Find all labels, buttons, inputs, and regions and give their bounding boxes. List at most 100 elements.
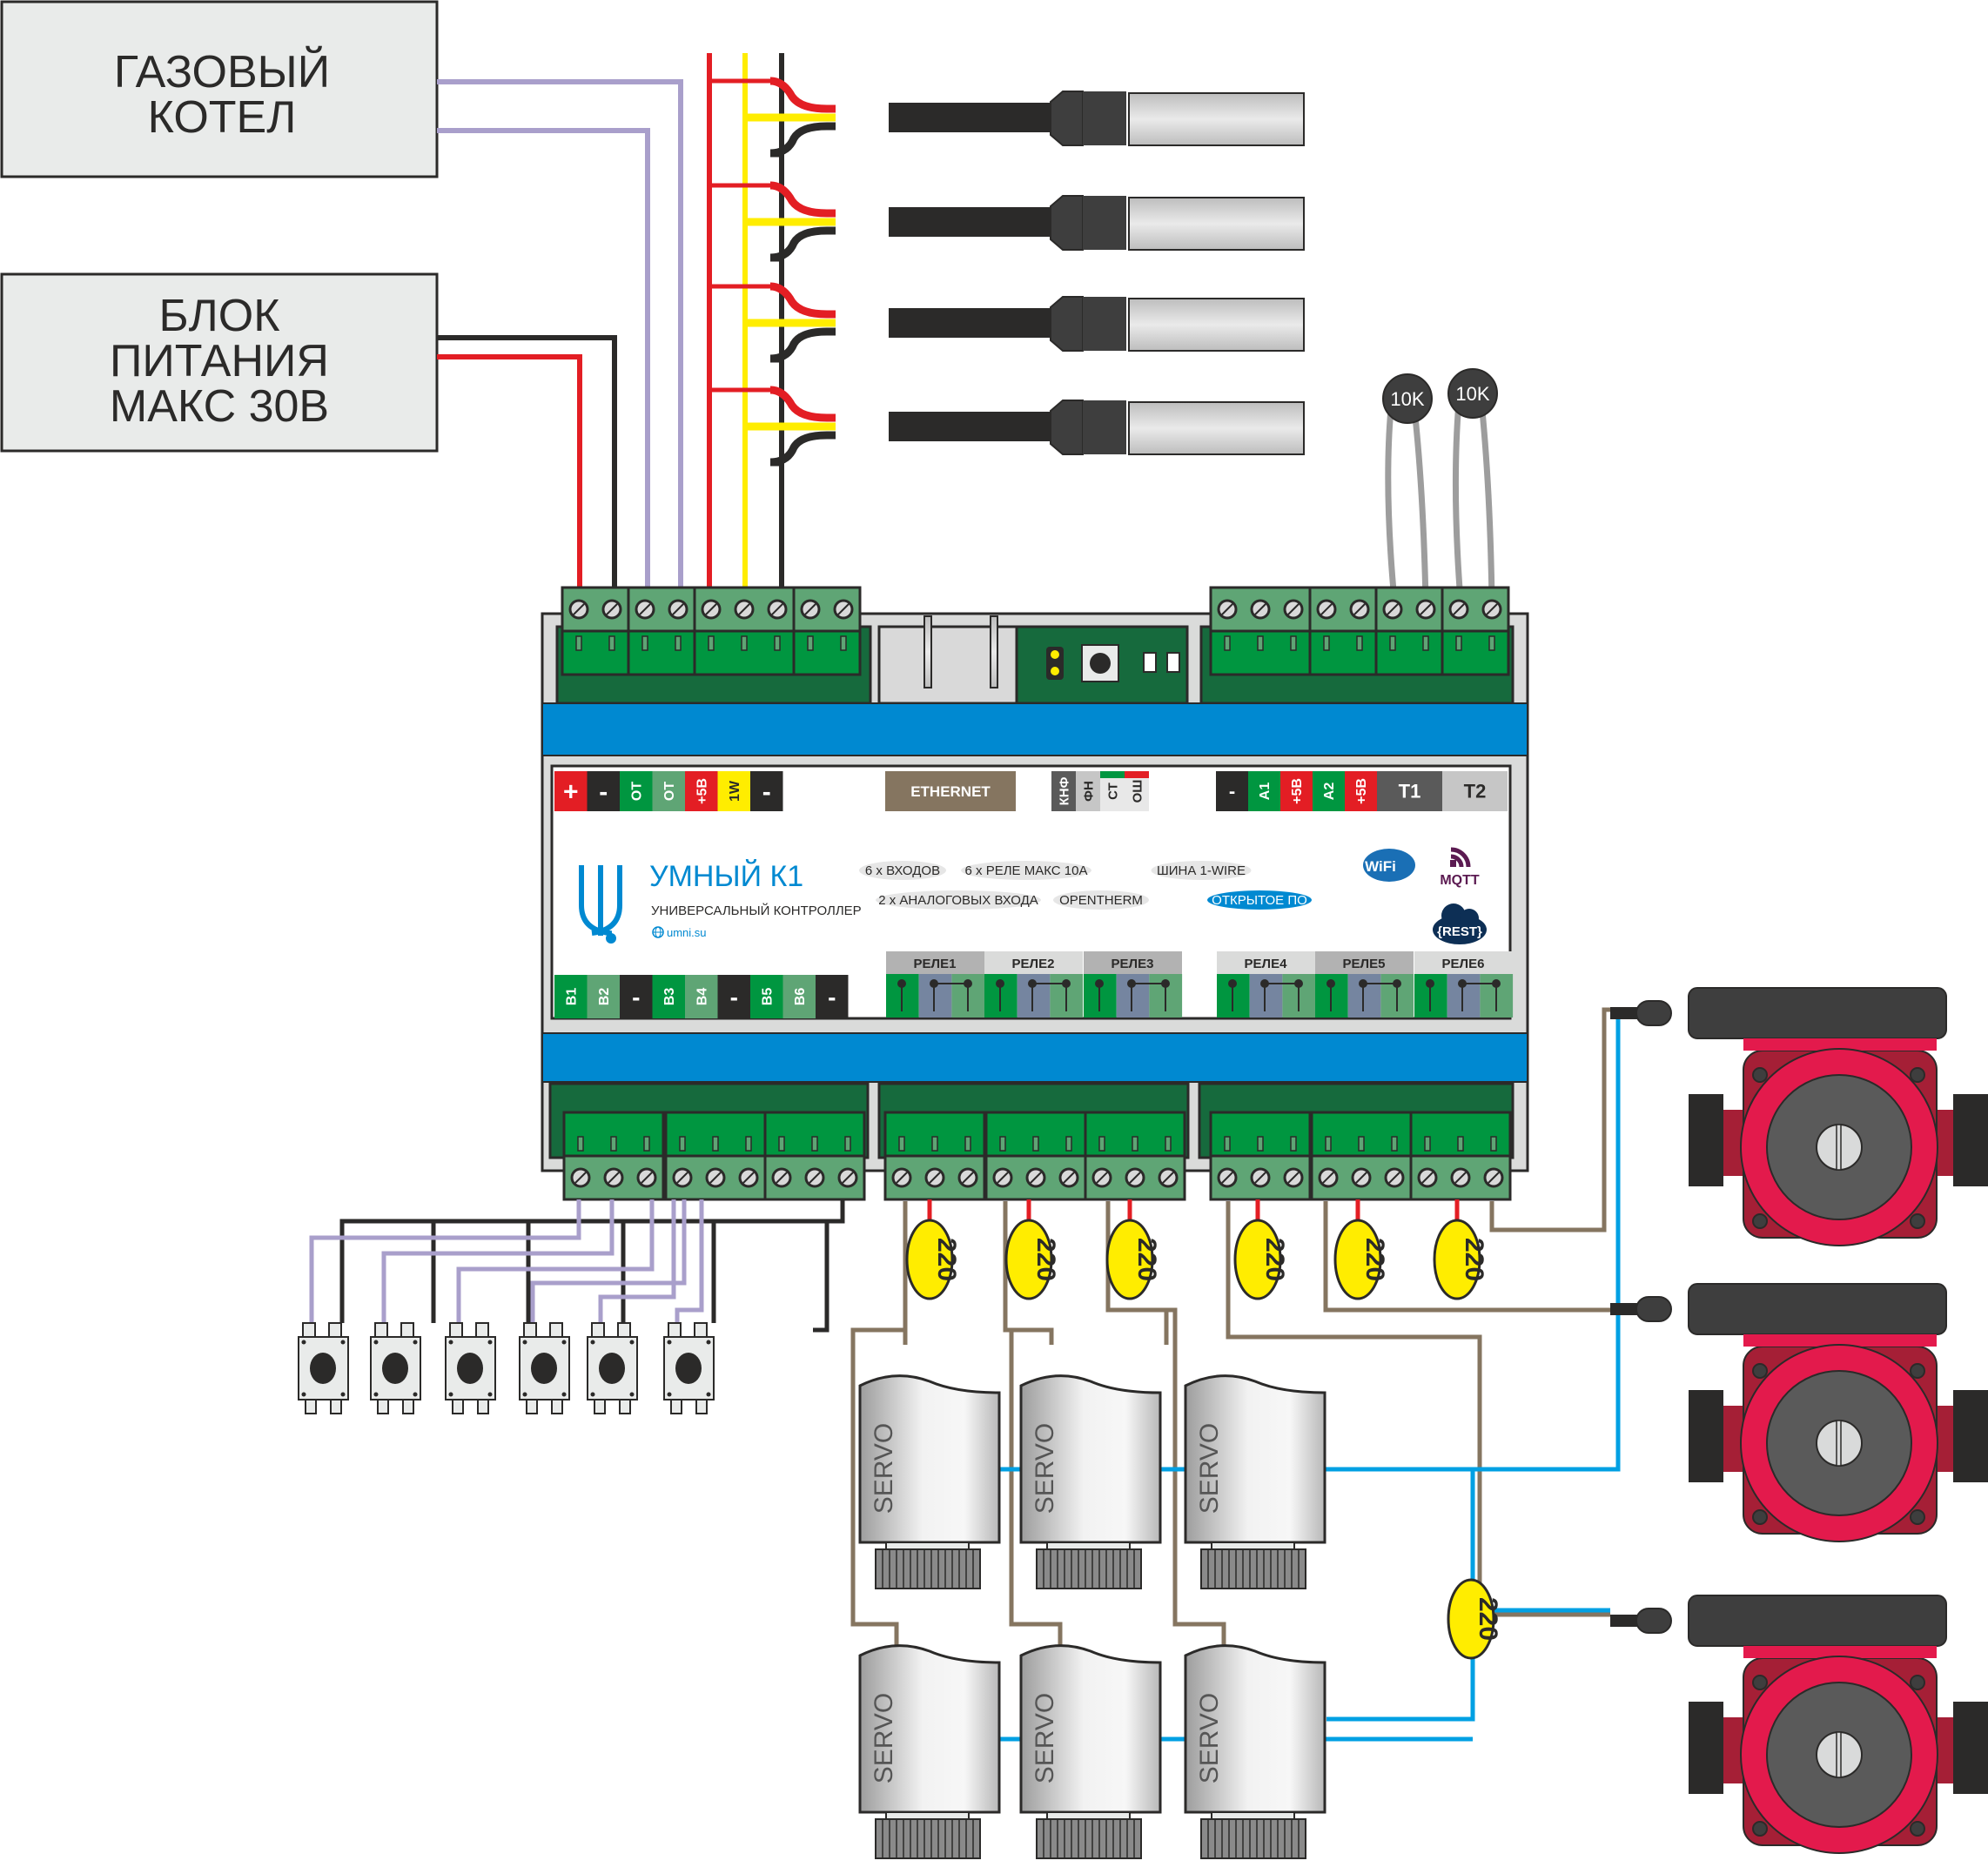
svg-text:A2: A2 xyxy=(1322,783,1337,801)
svg-text:РЕЛЕ5: РЕЛЕ5 xyxy=(1343,957,1386,971)
terminal-block xyxy=(664,1111,767,1201)
thermistor-2-label: 10K xyxy=(1455,383,1489,405)
terminal-block xyxy=(693,586,796,676)
temperature-sensor xyxy=(709,181,1305,262)
temperature-sensor xyxy=(709,77,1305,158)
circulation-pump xyxy=(1610,1283,1988,1542)
feature-badge: ШИНА 1-WIRE xyxy=(1151,861,1252,880)
svg-text:220: 220 xyxy=(1460,1238,1488,1281)
brand-subtitle: УНИВЕРСАЛЬНЫЙ КОНТРОЛЛЕР xyxy=(651,903,862,918)
relay-3: РЕЛЕ3 xyxy=(1084,951,1183,1018)
push-button[interactable] xyxy=(298,1322,349,1414)
circulation-pumps xyxy=(1610,987,1988,1854)
globe-icon xyxy=(652,926,664,938)
push-buttons xyxy=(298,1199,845,1414)
pin-label: + xyxy=(554,771,588,811)
mqtt-icon: MQTT xyxy=(1440,847,1480,888)
brand-logo xyxy=(579,865,622,944)
voltage-tag-220: 220 xyxy=(1233,1199,1289,1300)
terminal-block xyxy=(1374,586,1444,676)
svg-text:В5: В5 xyxy=(760,988,775,1006)
servo-actuator: SERVO xyxy=(1184,1644,1326,1859)
svg-text:6 x ВХОДОВ: 6 x ВХОДОВ xyxy=(865,863,940,878)
relay-6: РЕЛЕ6 xyxy=(1414,951,1514,1018)
temperature-sensor xyxy=(709,282,1305,363)
input-label: - xyxy=(717,975,750,1018)
svg-text:220: 220 xyxy=(1260,1238,1289,1281)
svg-text:A1: A1 xyxy=(1258,783,1273,801)
logo-dot-icon xyxy=(606,933,616,944)
website-link[interactable]: umni.su xyxy=(667,926,707,939)
svg-text:SERVO: SERVO xyxy=(870,1423,898,1515)
svg-text:T1: T1 xyxy=(1399,781,1421,803)
circulation-pump xyxy=(1610,987,1988,1246)
terminal-block xyxy=(1084,1111,1186,1201)
svg-text:ШИНА 1-WIRE: ШИНА 1-WIRE xyxy=(1157,863,1246,878)
svg-text:SERVO: SERVO xyxy=(1195,1693,1224,1784)
svg-text:220: 220 xyxy=(932,1238,961,1281)
input-label: В6 xyxy=(782,975,816,1018)
svg-text:+5В: +5В xyxy=(695,778,709,804)
pin-label: T2 xyxy=(1442,771,1508,811)
top-wires xyxy=(437,53,784,597)
push-button[interactable] xyxy=(663,1322,715,1414)
svg-text:-: - xyxy=(762,778,771,807)
wifi-icon: WiFi xyxy=(1363,849,1415,882)
terminal-block xyxy=(984,1111,1087,1201)
voltage-tag-220: 220 xyxy=(1333,1199,1389,1300)
status-label: ФН xyxy=(1076,771,1100,811)
input-label: В3 xyxy=(652,975,685,1018)
svg-text:MQTT: MQTT xyxy=(1440,873,1480,888)
relay-4: РЕЛЕ4 xyxy=(1217,951,1316,1018)
pin-label: - xyxy=(1216,771,1248,811)
pin-label: A2 xyxy=(1313,771,1345,811)
svg-text:T2: T2 xyxy=(1464,781,1487,803)
led-1 xyxy=(1143,652,1157,673)
feature-badge: 6 x РЕЛЕ МАКС 10А xyxy=(961,861,1091,880)
boiler-label-line1: ГАЗОВЫЙ xyxy=(114,46,330,97)
svg-text:1W: 1W xyxy=(728,780,742,802)
thermistor-1-label: 10K xyxy=(1390,388,1424,410)
svg-text:-: - xyxy=(632,984,640,1011)
temperature-sensor xyxy=(709,386,1305,467)
pin-label: 1W xyxy=(717,771,750,811)
svg-text:В6: В6 xyxy=(793,988,808,1006)
rest-api-icon: {REST} xyxy=(1433,903,1487,944)
temperature-sensors xyxy=(709,77,1305,467)
pin-label: T1 xyxy=(1377,771,1442,811)
svg-text:СТ: СТ xyxy=(1105,783,1120,800)
push-button[interactable] xyxy=(587,1322,638,1414)
svg-text:WiFi: WiFi xyxy=(1365,858,1396,875)
input-label: В4 xyxy=(685,975,718,1018)
boiler-label-line2: КОТЕЛ xyxy=(148,92,297,143)
input-label: В1 xyxy=(554,975,588,1018)
terminal-block xyxy=(1409,1111,1512,1201)
svg-text:6 x РЕЛЕ МАКС 10А: 6 x РЕЛЕ МАКС 10А xyxy=(965,863,1088,878)
svg-text:ОТКРЫТОЕ ПО: ОТКРЫТОЕ ПО xyxy=(1212,893,1307,908)
servo-actuator: SERVO xyxy=(1019,1374,1162,1589)
svg-text:220: 220 xyxy=(1031,1238,1060,1281)
svg-text:-: - xyxy=(730,984,738,1011)
pin-label: +5В xyxy=(1280,771,1313,811)
svg-text:ФН: ФН xyxy=(1081,781,1096,802)
push-button[interactable] xyxy=(445,1322,496,1414)
voltage-tag-220: 220 xyxy=(1105,1199,1161,1300)
push-button[interactable] xyxy=(519,1322,570,1414)
push-button[interactable] xyxy=(370,1322,421,1414)
svg-text:РЕЛЕ3: РЕЛЕ3 xyxy=(1112,957,1154,971)
input-label: - xyxy=(620,975,653,1018)
svg-text:+: + xyxy=(563,778,579,807)
pin-label: - xyxy=(750,771,783,811)
svg-text:+5В: +5В xyxy=(1290,778,1305,804)
svg-text:РЕЛЕ4: РЕЛЕ4 xyxy=(1245,957,1288,971)
ethernet-port[interactable]: ETHERNET xyxy=(885,771,1016,811)
svg-text:КНФ: КНФ xyxy=(1057,776,1071,805)
feature-badge: OPENTHERM xyxy=(1053,890,1149,910)
svg-text:SERVO: SERVO xyxy=(1195,1423,1224,1515)
terminal-block xyxy=(1209,1111,1312,1201)
servo-actuator: SERVO xyxy=(1019,1644,1162,1859)
thermistor-2: 10K xyxy=(1447,368,1498,601)
